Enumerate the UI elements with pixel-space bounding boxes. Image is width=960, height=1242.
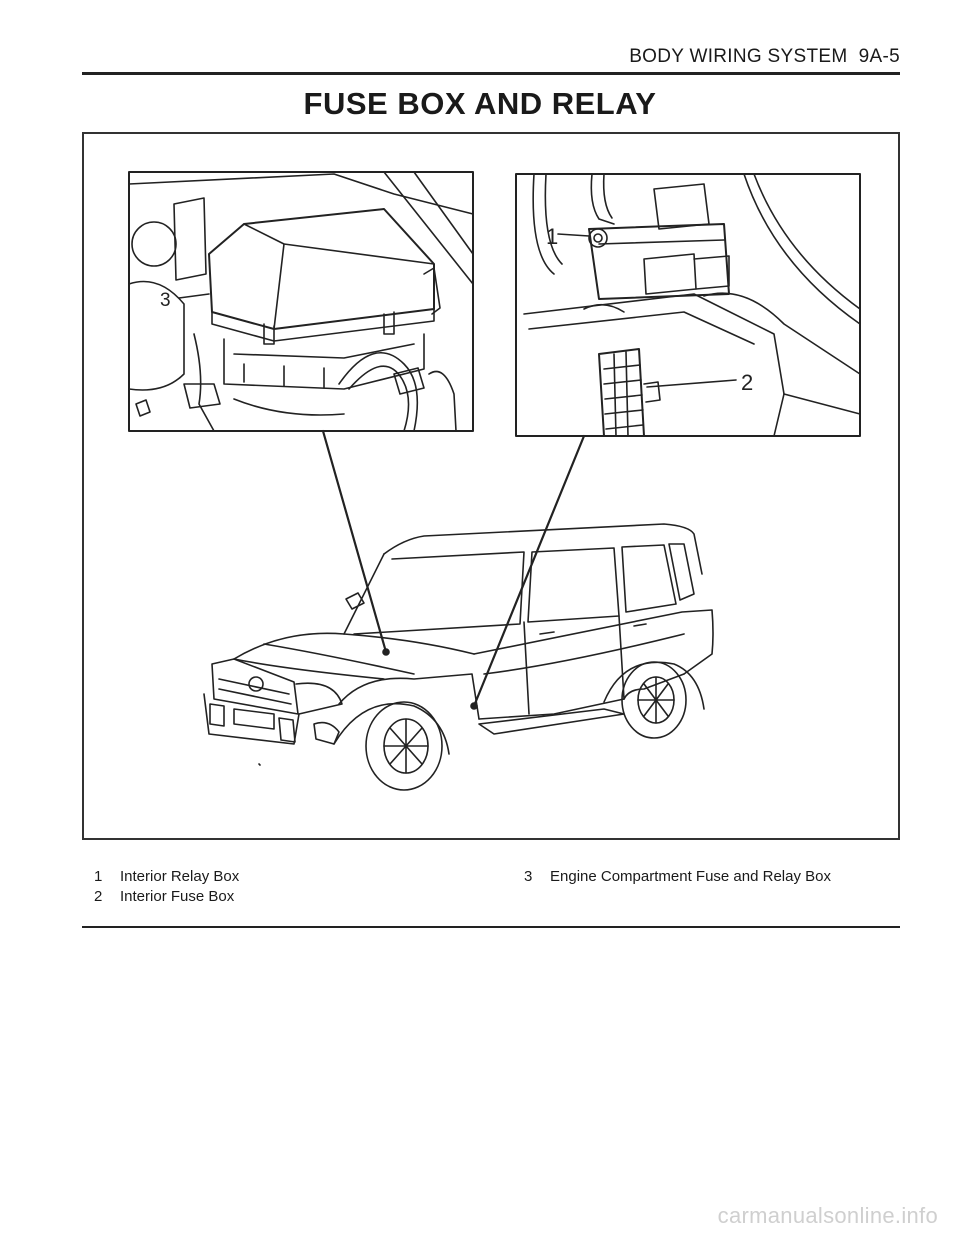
- legend-number: 2: [94, 888, 103, 905]
- page-header: BODY WIRING SYSTEM 9A-5: [629, 46, 900, 68]
- callout-1: 1: [546, 224, 558, 249]
- legend-label: Engine Compartment Fuse and Relay Box: [550, 868, 831, 885]
- pointer-dot-engine: [382, 648, 390, 656]
- illustration-frame: 3 1 2: [82, 132, 900, 840]
- page-number: 9A-5: [858, 46, 900, 67]
- legend-right: 3 Engine Compartment Fuse and Relay Box: [524, 867, 831, 887]
- interior-panel-inset: [515, 173, 861, 437]
- section-title: BODY WIRING SYSTEM: [629, 46, 848, 67]
- legend-item: 2 Interior Fuse Box: [94, 887, 239, 907]
- legend-left: 1 Interior Relay Box 2 Interior Fuse Box: [94, 867, 239, 907]
- watermark: carmanualsonline.info: [717, 1203, 938, 1228]
- legend-label: Interior Fuse Box: [120, 888, 235, 905]
- legend-number: 1: [94, 868, 103, 885]
- vehicle-fuse-box-illustration: 3 1 2: [128, 171, 861, 791]
- callout-2: 2: [741, 370, 753, 395]
- callout-3: 3: [160, 290, 171, 311]
- footer-divider: [82, 926, 900, 928]
- legend-label: Interior Relay Box: [120, 868, 240, 885]
- suv-illustration: [203, 523, 714, 791]
- header-divider: [82, 72, 900, 75]
- legend-number: 3: [524, 868, 533, 885]
- legend-item: 3 Engine Compartment Fuse and Relay Box: [524, 867, 831, 887]
- page-title: FUSE BOX AND RELAY: [303, 86, 657, 121]
- engine-compartment-inset: [128, 171, 474, 432]
- legend-item: 1 Interior Relay Box: [94, 867, 239, 887]
- pointer-lines: [321, 429, 586, 708]
